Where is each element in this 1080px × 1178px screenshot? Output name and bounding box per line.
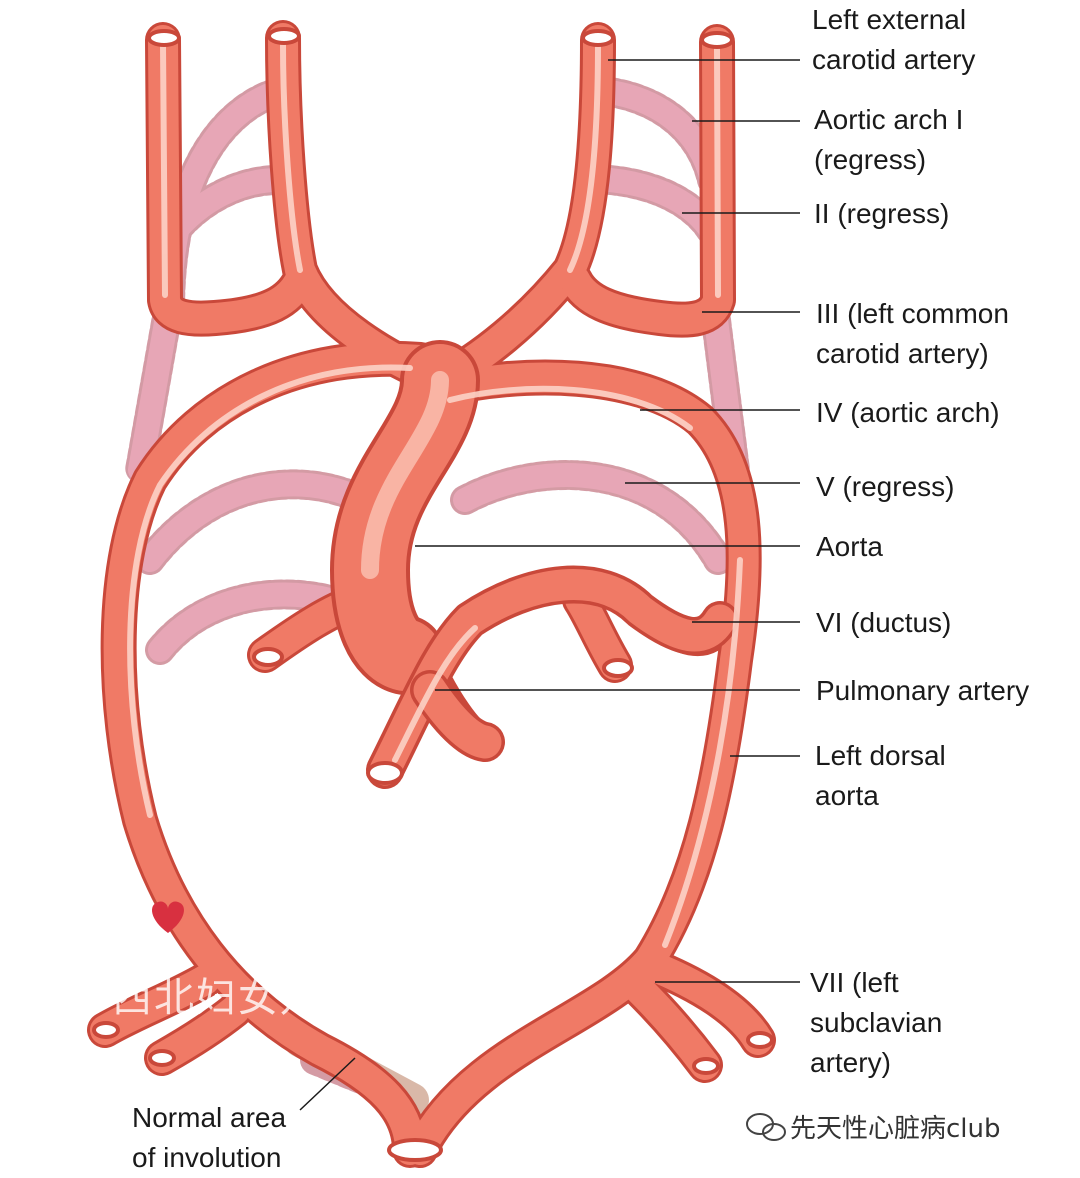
label-left-external-carotid-1: Left external (812, 4, 967, 35)
vessel-openings (92, 27, 774, 1162)
label-aortic-arch-1-2: (regress) (814, 144, 927, 175)
label-arch-4: IV (aortic arch) (816, 397, 1000, 428)
label-aorta: Aorta (816, 531, 883, 562)
label-left-external-carotid-2: carotid artery (812, 44, 976, 75)
label-pulmonary-artery: Pulmonary artery (816, 675, 1030, 706)
label-aortic-arch-1-1: Aortic arch I (814, 104, 964, 135)
label-involution-1: Normal area (132, 1102, 287, 1133)
label-arch-6: VI (ductus) (816, 607, 952, 638)
heart-icon (152, 901, 184, 933)
label-arch-3-2: carotid artery) (816, 338, 989, 369)
label-left-dorsal-aorta-1: Left dorsal (815, 740, 946, 771)
label-arch-7-2: subclavian (810, 1007, 943, 1038)
watermark-hospital: 西北妇女儿童医院 (112, 975, 448, 1021)
label-arch-3-1: III (left common (816, 298, 1009, 329)
label-left-dorsal-aorta-2: aorta (815, 780, 879, 811)
arteries (87, 20, 776, 1168)
label-arch-2: II (regress) (814, 198, 950, 229)
label-arch-7-1: VII (left (810, 967, 899, 998)
wechat-icon (746, 1113, 786, 1141)
watermark-script: I am here (215, 888, 476, 942)
leader-lines (299, 59, 800, 1111)
label-arch-7-3: artery) (810, 1047, 891, 1078)
label-arch-5: V (regress) (816, 471, 955, 502)
watermark-account: 先天性心脏病club (790, 1114, 1001, 1144)
label-involution-2: of involution (132, 1142, 282, 1173)
